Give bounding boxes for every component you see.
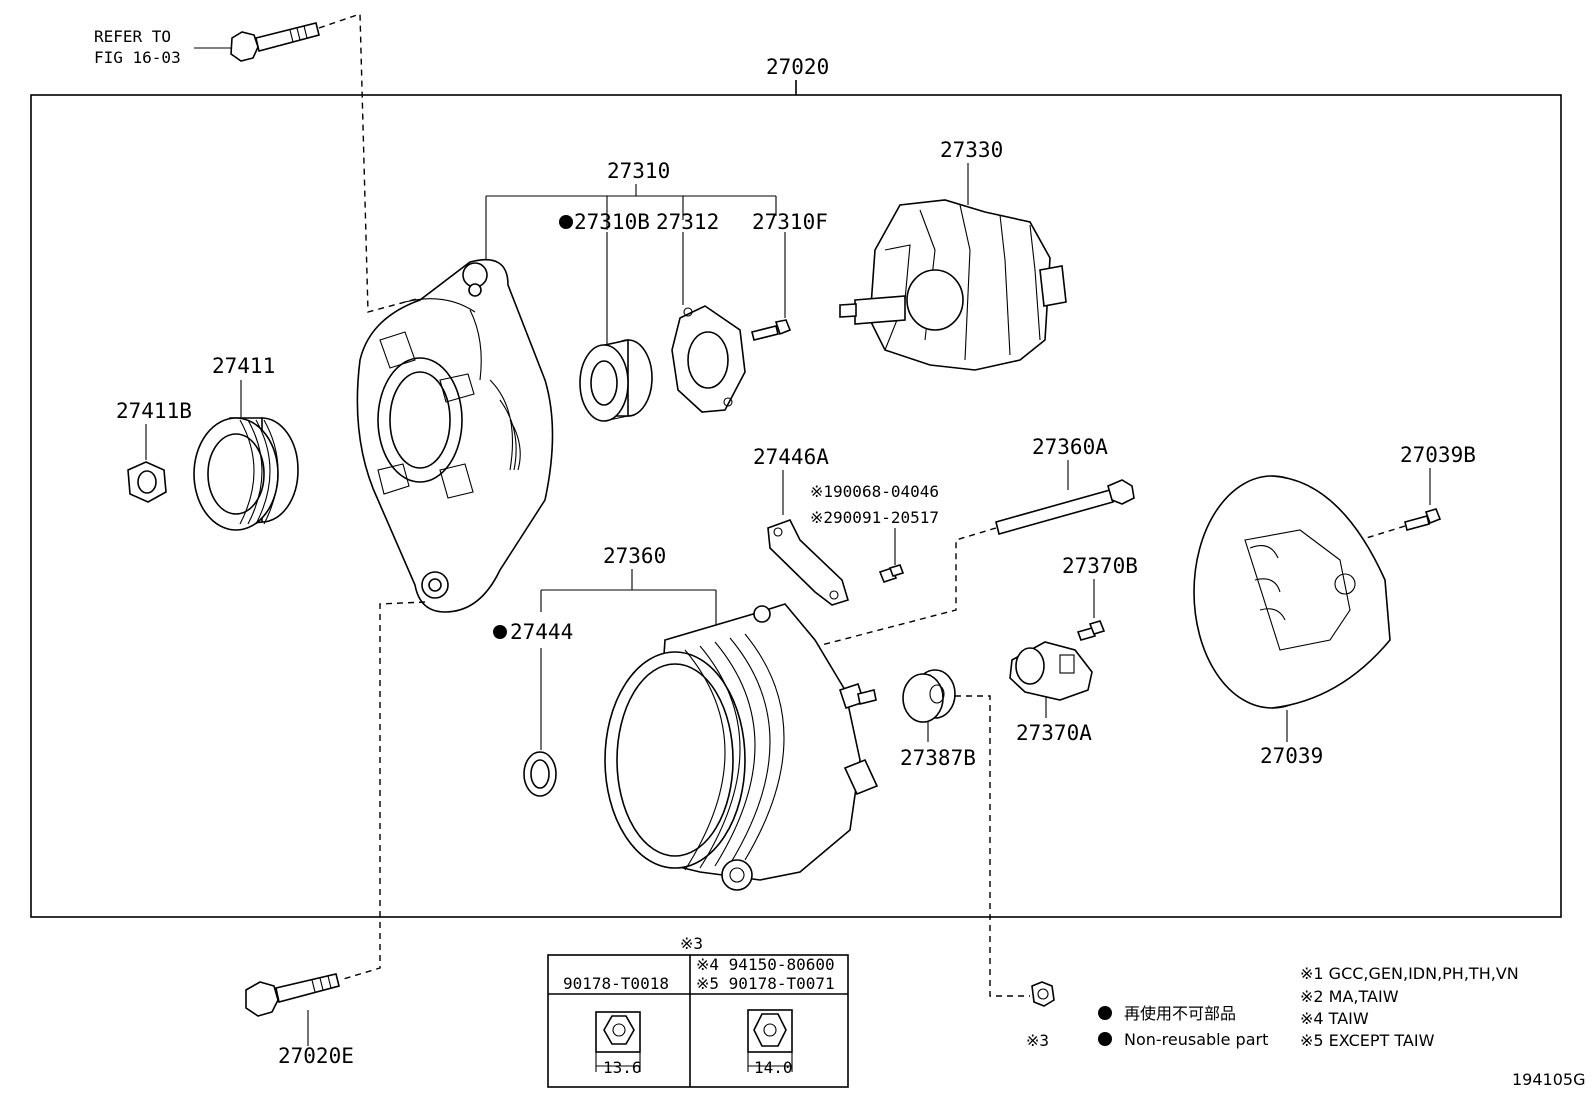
refer-note-line2: FIG 16-03 <box>94 48 181 67</box>
screw-27310F[interactable] <box>751 319 792 341</box>
legend-en: Non-reusable part <box>1124 1030 1268 1049</box>
figure-id: 194105G <box>1512 1070 1585 1089</box>
label-27020[interactable]: 27020 <box>766 55 829 79</box>
washer-27444[interactable] <box>523 751 557 797</box>
table-col1-dim: 13.6 <box>603 1058 642 1077</box>
label-27446A[interactable]: 27446A <box>753 445 829 469</box>
label-27360A[interactable]: 27360A <box>1032 435 1108 459</box>
refer-note-line1: REFER TO <box>94 27 171 46</box>
nut-table <box>547 954 849 1088</box>
rotor-27330[interactable] <box>839 199 1067 371</box>
nut-note-label: ※3 <box>1026 1031 1049 1050</box>
nut-icon-col1 <box>595 1011 641 1072</box>
label-27039B[interactable]: 27039B <box>1400 443 1476 467</box>
screw-27039B[interactable] <box>1404 508 1442 531</box>
label-27310[interactable]: 27310 <box>607 159 670 183</box>
label-27310B[interactable]: 27310B <box>574 210 650 234</box>
through-bolt-27360A[interactable] <box>995 479 1135 535</box>
non-reusable-dot-27444 <box>493 625 507 639</box>
legend-dot-en <box>1098 1032 1112 1046</box>
drive-end-frame[interactable] <box>356 258 554 613</box>
label-27411[interactable]: 27411 <box>212 354 275 378</box>
non-reusable-dot-27310B <box>559 215 573 229</box>
label-27444[interactable]: 27444 <box>510 620 573 644</box>
bearing-27310B[interactable] <box>579 339 653 422</box>
nut-27411B[interactable] <box>127 461 167 503</box>
label-27360[interactable]: 27360 <box>603 544 666 568</box>
pulley-27411[interactable] <box>193 417 299 531</box>
retainer-plate-27312[interactable] <box>671 305 746 413</box>
label-27370A[interactable]: 27370A <box>1016 721 1092 745</box>
bracket-27446A[interactable] <box>767 519 849 606</box>
nut-icon-col2 <box>747 1009 793 1072</box>
footnote-4: ※5 EXCEPT TAIW <box>1300 1031 1435 1050</box>
rear-cover-27039[interactable] <box>1193 475 1391 709</box>
nut-note3[interactable] <box>1031 981 1055 1007</box>
label-27020E[interactable]: 27020E <box>278 1044 354 1068</box>
insulator-27387B[interactable] <box>902 669 956 723</box>
screw-27370B[interactable] <box>1076 620 1106 641</box>
bottom-bolt-27020E[interactable] <box>245 973 340 1017</box>
footnote-1: ※1 GCC,GEN,IDN,PH,TH,VN <box>1300 964 1519 983</box>
footnote-3: ※4 TAIW <box>1300 1009 1369 1028</box>
label-27039[interactable]: 27039 <box>1260 744 1323 768</box>
label-27387B[interactable]: 27387B <box>900 746 976 770</box>
table-col2-dim: 14.0 <box>754 1058 793 1077</box>
table-note: ※3 <box>680 934 703 953</box>
alt-part-2[interactable]: ※290091-20517 <box>810 508 939 527</box>
table-col1-header[interactable]: 90178-T0018 <box>563 974 669 993</box>
label-27310F[interactable]: 27310F <box>752 210 828 234</box>
legend-dot-jp <box>1098 1006 1112 1020</box>
footnote-2: ※2 MA,TAIW <box>1300 987 1399 1006</box>
label-27330[interactable]: 27330 <box>940 138 1003 162</box>
brush-holder-27370A[interactable] <box>1009 641 1093 701</box>
legend-jp: 再使用不可部品 <box>1124 1004 1236 1023</box>
table-col2-header-1[interactable]: ※4 94150-80600 <box>696 955 835 974</box>
top-bolt[interactable] <box>230 22 320 62</box>
label-27312[interactable]: 27312 <box>656 210 719 234</box>
rectifier-end-frame-27360[interactable] <box>604 603 879 891</box>
alt-part-1[interactable]: ※190068-04046 <box>810 482 939 501</box>
screw-alt[interactable] <box>878 564 905 583</box>
label-27411B[interactable]: 27411B <box>116 399 192 423</box>
label-27370B[interactable]: 27370B <box>1062 554 1138 578</box>
table-col2-header-2[interactable]: ※5 90178-T0071 <box>696 974 835 993</box>
